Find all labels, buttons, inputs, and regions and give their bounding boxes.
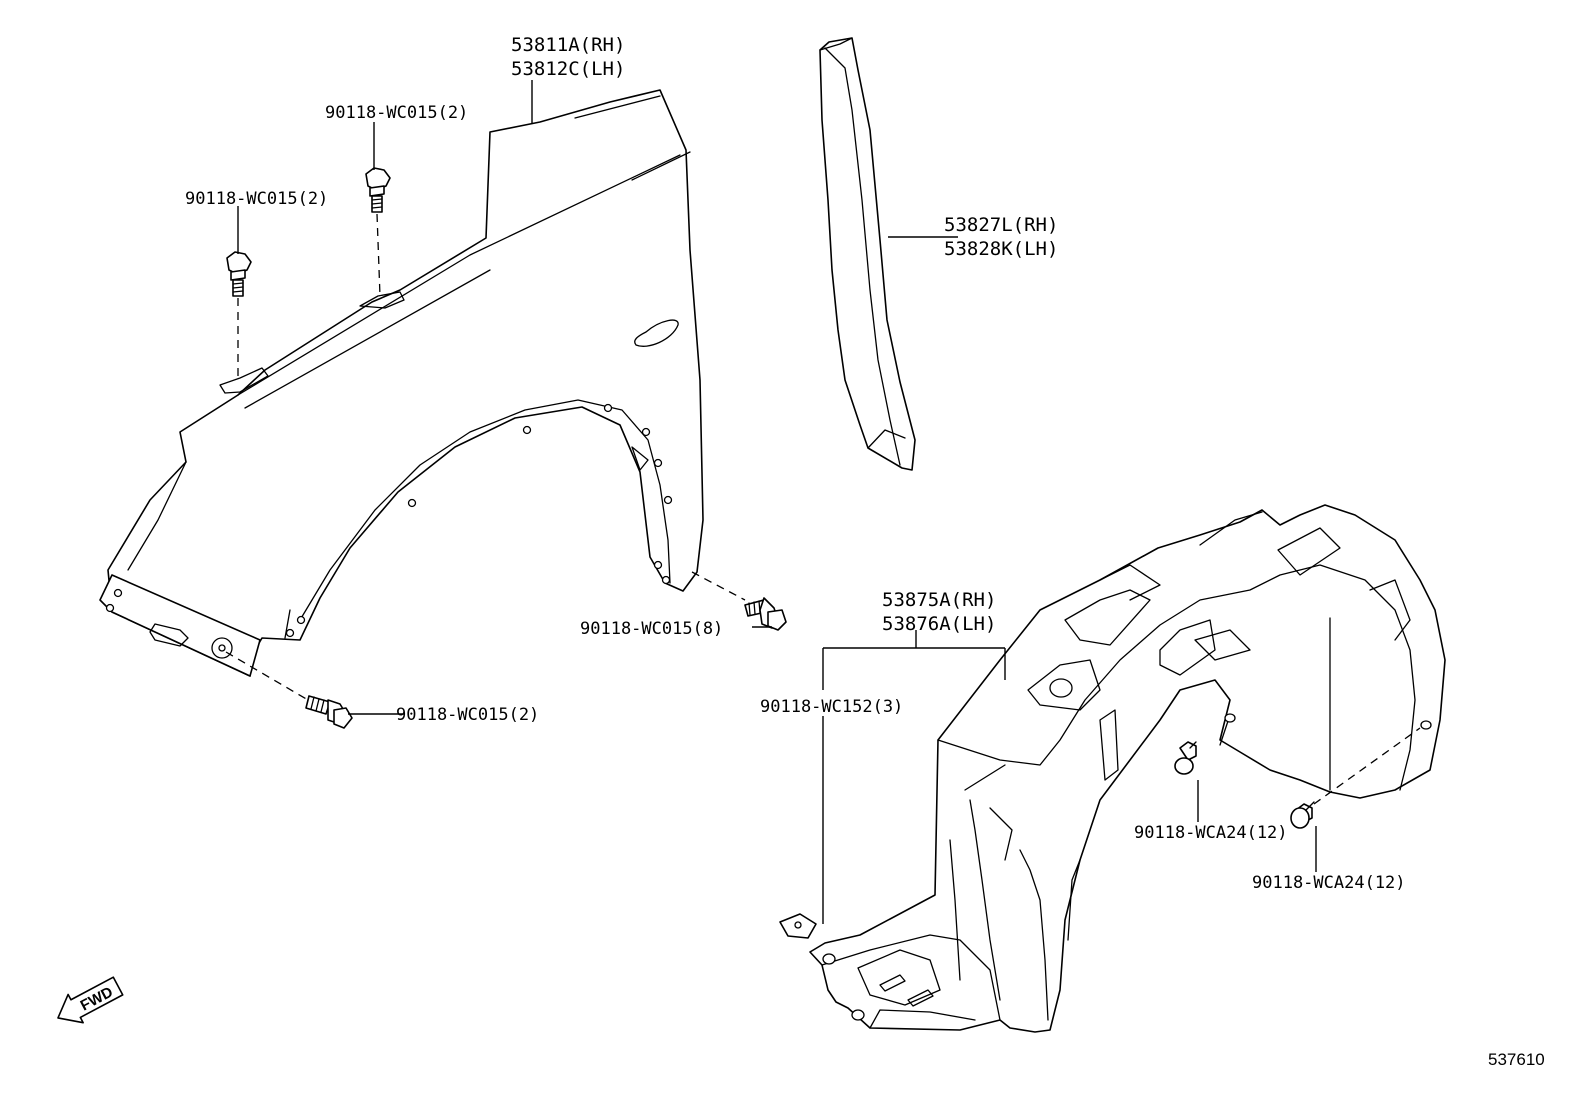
- nut-liner: [779, 913, 817, 939]
- label-bolt-arch: 90118-WC015(8): [580, 619, 723, 639]
- diagram-code: 537610: [1488, 1050, 1545, 1069]
- clip-lower: [1290, 801, 1315, 829]
- label-clip-upper: 90118-WCA24(12): [1134, 823, 1288, 843]
- fender-liner: [809, 504, 1446, 1033]
- bolt-top-left: [226, 251, 252, 297]
- label-fender-lh: 53812C(LH): [511, 58, 625, 80]
- label-nut-liner: 90118-WC152(3): [760, 697, 903, 717]
- bolt-top-center: [365, 167, 391, 213]
- fender-seal: [819, 37, 916, 471]
- clip-upper: [1174, 741, 1197, 775]
- label-bolt-front: 90118-WC015(2): [396, 705, 539, 725]
- label-clip-lower: 90118-WCA24(12): [1252, 873, 1406, 893]
- front-fender: [99, 89, 704, 677]
- labels: 53811A(RH) 53812C(LH) 90118-WC015(2) 901…: [185, 34, 1406, 893]
- label-liner-rh: 53875A(RH): [882, 589, 996, 611]
- label-fender-rh: 53811A(RH): [511, 34, 625, 56]
- leader-lines: [237, 80, 1317, 924]
- label-seal-rh: 53827L(RH): [944, 214, 1058, 236]
- fwd-arrow: FWD: [57, 976, 124, 1024]
- bolt-front: [305, 695, 353, 729]
- bolt-arch: [744, 597, 787, 631]
- label-liner-lh: 53876A(LH): [882, 613, 996, 635]
- label-bolt-top-center: 90118-WC015(2): [325, 103, 468, 123]
- label-bolt-top-left: 90118-WC015(2): [185, 189, 328, 209]
- attachment-lines: [225, 213, 1421, 805]
- label-seal-lh: 53828K(LH): [944, 238, 1058, 260]
